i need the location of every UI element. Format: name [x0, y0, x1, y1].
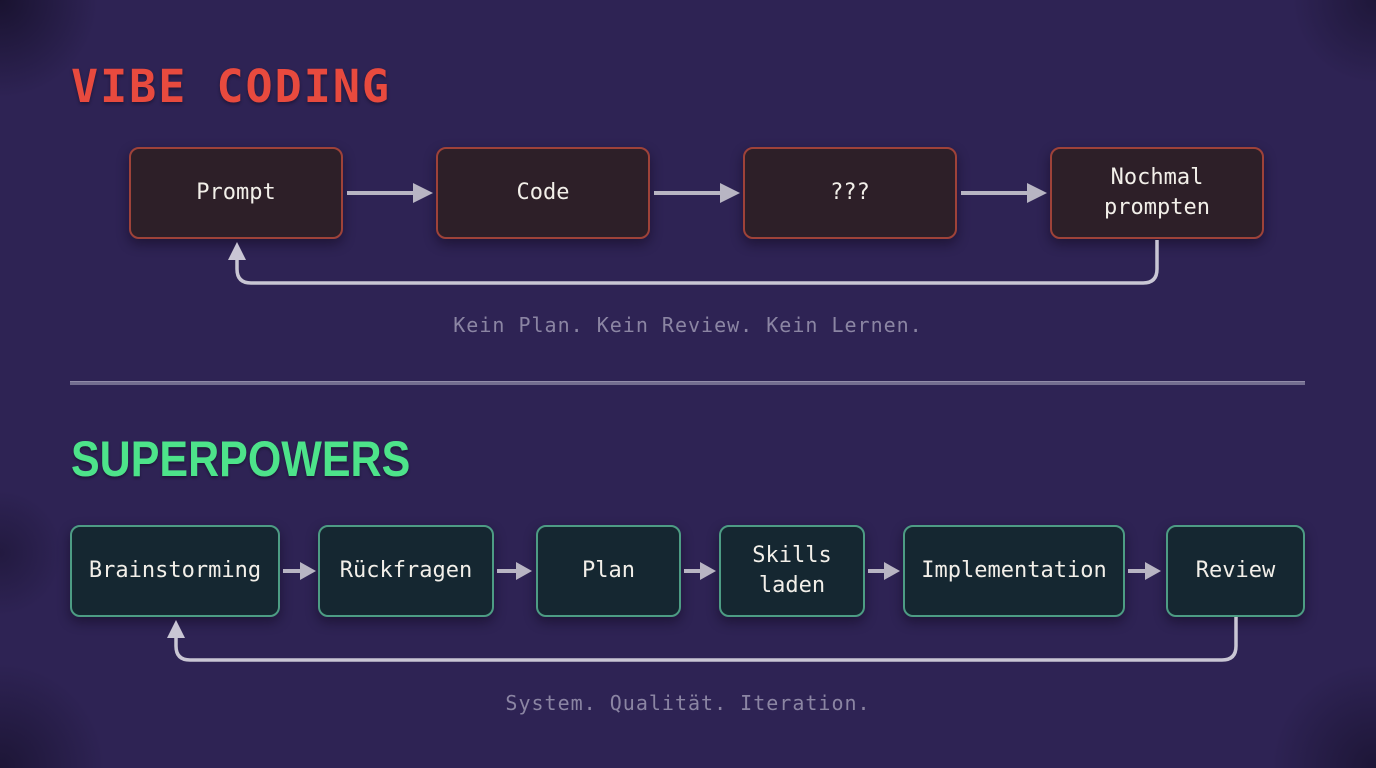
flow-arrow-icon	[1128, 562, 1161, 580]
super-step-rueckfragen: Rückfragen	[318, 525, 494, 617]
vibe-step-unknown: ???	[743, 147, 957, 239]
super-step-skills-laden: Skills laden	[719, 525, 865, 617]
vibe-step-label: ???	[830, 180, 870, 206]
vibe-step-nochmal-prompten: Nochmal prompten	[1050, 147, 1264, 239]
vibe-step-code: Code	[436, 147, 650, 239]
loop-back-arrow-icon	[167, 617, 1238, 662]
flow-arrow-icon	[868, 562, 900, 580]
flow-arrow-icon	[347, 183, 433, 203]
super-step-label: Skills laden	[752, 543, 832, 598]
loop-back-arrow-icon	[228, 240, 1159, 285]
flow-arrow-icon	[654, 183, 740, 203]
vibe-caption: Kein Plan. Kein Review. Kein Lernen.	[453, 313, 923, 337]
flow-arrow-icon	[961, 183, 1047, 203]
flow-arrow-icon	[684, 562, 716, 580]
vibe-step-label: Nochmal prompten	[1104, 165, 1210, 220]
flow-arrow-icon	[283, 562, 316, 580]
super-step-label: Implementation	[921, 558, 1107, 584]
super-step-label: Plan	[582, 558, 635, 584]
super-step-label: Brainstorming	[88, 558, 262, 584]
super-step-review: Review	[1166, 525, 1305, 617]
vibe-step-label: Prompt	[196, 180, 276, 206]
super-step-implementation: Implementation	[903, 525, 1125, 617]
super-step-brainstorming: Brainstorming	[70, 525, 280, 617]
super-step-plan: Plan	[536, 525, 681, 617]
vibe-step-label: Code	[516, 180, 570, 206]
superpowers-caption: System. Qualität. Iteration.	[505, 691, 871, 715]
superpowers-title: SUPERPOWERS	[71, 431, 411, 487]
super-step-label: Review	[1195, 558, 1276, 584]
vibe-step-prompt: Prompt	[129, 147, 343, 239]
super-step-label: Rückfragen	[339, 558, 473, 584]
vibe-coding-title: VIBE CODING	[71, 60, 392, 113]
section-divider	[70, 381, 1305, 385]
flow-arrow-icon	[497, 562, 532, 580]
